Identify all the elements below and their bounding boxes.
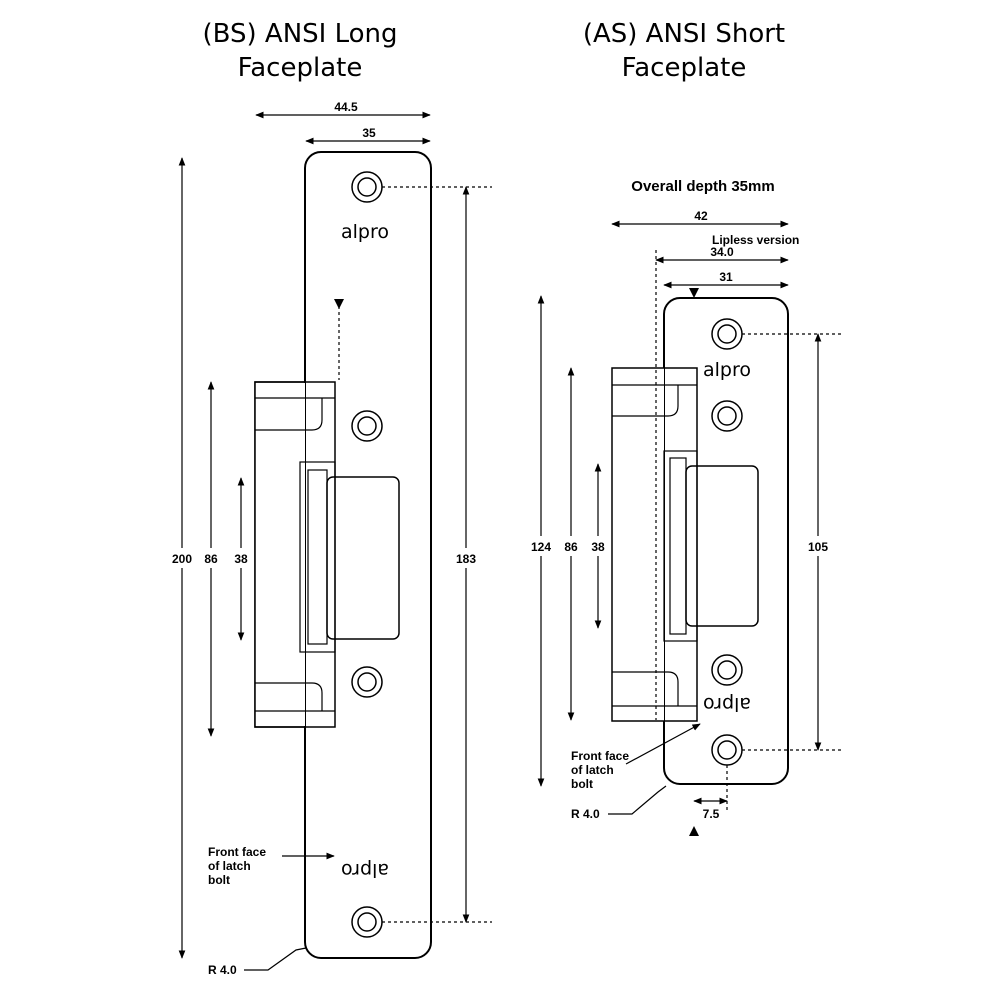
short-front-face-arrow xyxy=(625,723,701,765)
short-front-face-line3: bolt xyxy=(571,777,593,791)
dim-86-label: 86 xyxy=(204,552,218,566)
dim-200-label: 200 xyxy=(172,552,192,566)
short-logo-top: alpro xyxy=(703,359,751,381)
long-faceplate-drawing: (BS) ANSI Long Faceplate 44.5 35 xyxy=(168,19,492,977)
long-front-face-line3: bolt xyxy=(208,873,230,887)
dim-44-5-label: 44.5 xyxy=(334,100,358,114)
long-logo-top: alpro xyxy=(341,221,389,243)
dim-183-label: 183 xyxy=(456,552,476,566)
short-front-face-line2: of latch xyxy=(571,763,614,777)
short-faceplate-drawing: (AS) ANSI Short Faceplate Overall depth … xyxy=(528,19,842,836)
long-front-face-line2: of latch xyxy=(208,859,251,873)
short-center-marker-top xyxy=(689,288,699,298)
short-latch-housing xyxy=(611,367,698,722)
long-logo-bottom: alpro xyxy=(341,859,389,881)
long-latch-bolt xyxy=(326,476,400,640)
short-screw-hole-lower xyxy=(711,654,743,686)
dim-38s-label: 38 xyxy=(591,540,605,554)
long-radius-leader xyxy=(244,947,307,971)
long-faceplate xyxy=(304,151,432,959)
short-latch-bolt xyxy=(685,465,759,627)
short-overall-depth: Overall depth 35mm xyxy=(631,178,774,195)
long-screw-hole-lower xyxy=(351,666,383,698)
short-logo-bottom: alpro xyxy=(703,693,751,715)
long-radius-label: R 4.0 xyxy=(208,963,237,977)
long-center-marker xyxy=(334,299,344,309)
dim-35-label: 35 xyxy=(362,126,376,140)
short-title-line1: (AS) ANSI Short xyxy=(583,19,785,49)
dim-31-label: 31 xyxy=(719,270,733,284)
short-radius-label: R 4.0 xyxy=(571,807,600,821)
long-screw-hole-upper xyxy=(351,410,383,442)
long-title-line1: (BS) ANSI Long xyxy=(202,19,397,49)
short-center-marker-bottom xyxy=(689,826,699,836)
dim-124-label: 124 xyxy=(531,540,551,554)
short-front-face-line1: Front face xyxy=(571,749,629,763)
short-title-line2: Faceplate xyxy=(622,53,747,83)
long-front-face-line1: Front face xyxy=(208,845,266,859)
short-screw-hole-upper xyxy=(711,400,743,432)
long-title-line2: Faceplate xyxy=(238,53,363,83)
short-lipless-version: Lipless version xyxy=(712,233,799,247)
dim-34-label: 34.0 xyxy=(710,245,734,259)
dim-105-label: 105 xyxy=(808,540,828,554)
short-radius-leader xyxy=(608,785,667,815)
dim-86s-label: 86 xyxy=(564,540,578,554)
dim-38-label: 38 xyxy=(234,552,248,566)
dim-42-label: 42 xyxy=(694,209,708,223)
dim-7-5-label: 7.5 xyxy=(703,807,720,821)
